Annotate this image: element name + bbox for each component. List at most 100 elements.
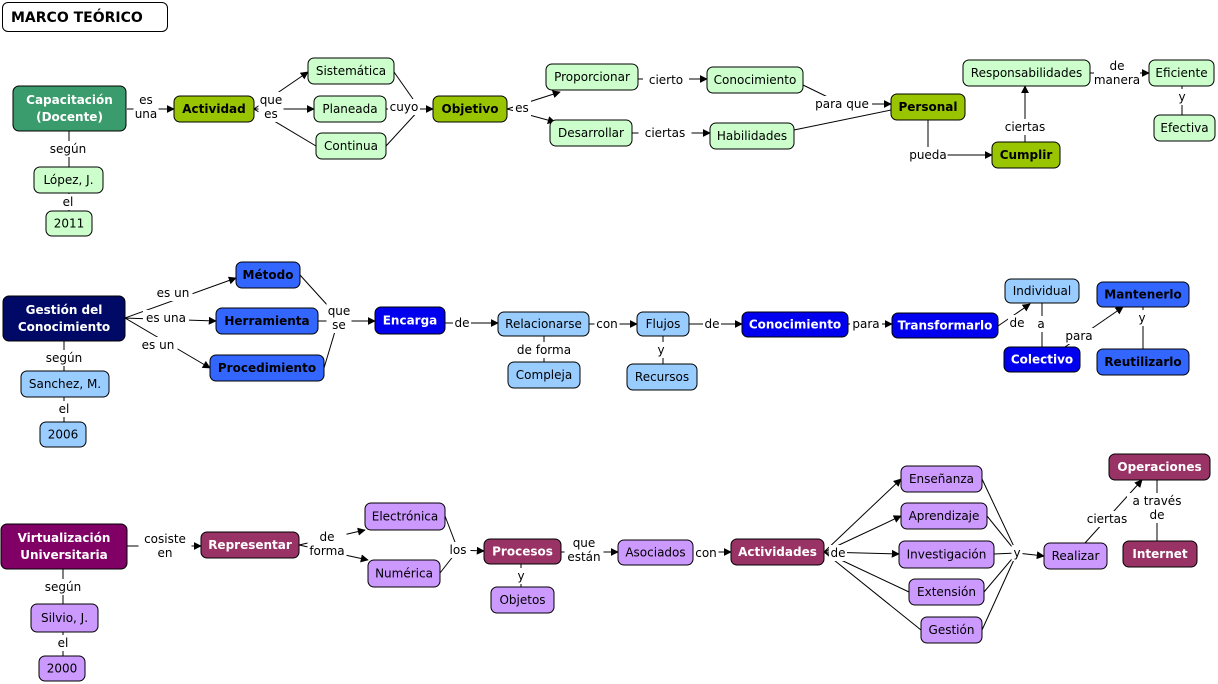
link-label-bg <box>812 96 872 112</box>
node-box <box>891 312 999 339</box>
concept-node[interactable]: Numérica <box>367 559 441 588</box>
link-label-bg <box>908 147 948 163</box>
concept-node[interactable]: Efectiva <box>1153 114 1216 142</box>
concept-node[interactable]: Continua <box>315 132 387 160</box>
concept-node[interactable]: Silvio, J. <box>30 603 99 633</box>
link-label-bg <box>1136 310 1148 326</box>
concept-node[interactable]: Asociados <box>617 539 694 566</box>
concept-node[interactable]: Objetivo <box>432 95 508 123</box>
concept-node[interactable]: Eficiente <box>1148 59 1215 87</box>
concept-node[interactable]: Desarrollar <box>549 119 633 147</box>
node-label: Extensión <box>917 585 976 599</box>
concept-node[interactable]: Individual <box>1004 278 1080 304</box>
concept-node[interactable]: 2000 <box>38 655 86 682</box>
concept-node[interactable]: Enseñanza <box>900 465 983 493</box>
node-box <box>920 616 983 644</box>
concept-node[interactable]: Planeada <box>313 95 387 123</box>
concept-node[interactable]: Habilidades <box>709 122 795 150</box>
concept-node[interactable]: Herramienta <box>215 307 319 335</box>
link-label: según <box>45 580 81 594</box>
concept-node[interactable]: Aprendizaje <box>900 502 988 530</box>
link-label: ciertas <box>1087 512 1128 526</box>
link-label-bg <box>138 337 178 353</box>
concept-node[interactable]: Colectivo <box>1003 346 1081 373</box>
link-label: en <box>158 546 173 560</box>
concept-node[interactable]: Personal <box>890 93 966 121</box>
connector-line <box>793 109 892 131</box>
node-box <box>30 603 99 633</box>
node-box <box>0 523 128 570</box>
concept-node[interactable]: Compleja <box>507 361 581 389</box>
concept-node[interactable]: Sanchez, M. <box>20 370 110 398</box>
node-box <box>730 538 825 566</box>
node-box <box>33 166 104 194</box>
concept-node[interactable]: Actividades <box>730 538 825 566</box>
node-label: Universitaria <box>20 548 108 562</box>
link-label: ciertas <box>1005 120 1046 134</box>
concept-node[interactable]: Investigación <box>898 540 995 569</box>
node-box <box>1003 346 1081 373</box>
concept-node[interactable]: Representar <box>200 531 300 559</box>
concept-node[interactable]: Internet <box>1122 540 1198 568</box>
concept-node[interactable]: Mantenerlo <box>1096 281 1190 308</box>
node-label: Continua <box>324 139 378 153</box>
concept-node[interactable]: Flujos <box>636 311 690 337</box>
node-box <box>898 540 995 569</box>
concept-node[interactable]: Reutilizarlo <box>1096 348 1190 376</box>
node-box <box>12 85 127 132</box>
node-label: Habilidades <box>717 129 787 143</box>
concept-node[interactable]: Proporcionar <box>545 63 639 91</box>
link-label-bg <box>55 401 73 417</box>
concept-node[interactable]: Objetos <box>490 586 555 614</box>
node-label: Sistemática <box>316 64 386 78</box>
link-label: que <box>573 536 596 550</box>
node-box <box>900 502 988 530</box>
concept-node[interactable]: Sistemática <box>307 57 395 85</box>
node-box <box>215 307 319 335</box>
concept-node[interactable]: Extensión <box>908 578 985 606</box>
concept-node[interactable]: Capacitación (Docente) <box>12 85 127 132</box>
node-box <box>497 311 590 337</box>
concept-node[interactable]: Gestión <box>920 616 983 644</box>
link-label: el <box>63 195 74 209</box>
concept-node[interactable]: Actividad <box>173 95 255 123</box>
node-label: Reutilizarlo <box>1104 355 1181 369</box>
concept-node[interactable]: Realizar <box>1043 542 1108 570</box>
link-label: de <box>831 546 846 560</box>
node-box <box>545 63 639 91</box>
node-label: Enseñanza <box>909 472 974 486</box>
concept-node[interactable]: Procedimiento <box>209 354 325 382</box>
link-label: de <box>1010 316 1025 330</box>
concept-node[interactable]: Electrónica <box>364 502 446 531</box>
node-label: Investigación <box>907 548 987 562</box>
concept-node[interactable]: 2006 <box>39 421 87 448</box>
node-box <box>617 539 694 566</box>
concept-node[interactable]: Conocimiento <box>706 66 804 94</box>
link-label-bg <box>54 635 72 651</box>
concept-node[interactable]: Responsabilidades <box>962 59 1091 87</box>
link-label: el <box>59 402 70 416</box>
concept-node[interactable]: Recursos <box>626 363 698 391</box>
node-label: Actividades <box>738 545 817 559</box>
node-label: 2006 <box>48 428 79 442</box>
concept-node[interactable]: Procesos <box>483 538 562 565</box>
concept-node[interactable]: Encarga <box>374 306 446 335</box>
concept-node[interactable]: Conocimiento <box>741 311 849 338</box>
concept-node[interactable]: Cumplir <box>991 141 1061 169</box>
node-box <box>38 655 86 682</box>
node-box <box>962 59 1091 87</box>
node-label: 2011 <box>54 217 85 231</box>
concept-node[interactable]: López, J. <box>33 166 104 194</box>
node-label: Asociados <box>625 546 685 560</box>
concept-node[interactable]: Método <box>235 261 301 289</box>
node-label: Capacitación <box>26 93 113 107</box>
node-label: Numérica <box>375 567 433 581</box>
node-label: (Docente) <box>36 110 103 124</box>
concept-node[interactable]: 2011 <box>45 210 93 237</box>
concept-node[interactable]: Transformarlo <box>891 312 999 339</box>
concept-node[interactable]: Operaciones <box>1108 453 1211 481</box>
link-label-bg <box>513 100 531 116</box>
concept-node[interactable]: Relacionarse <box>497 311 590 337</box>
